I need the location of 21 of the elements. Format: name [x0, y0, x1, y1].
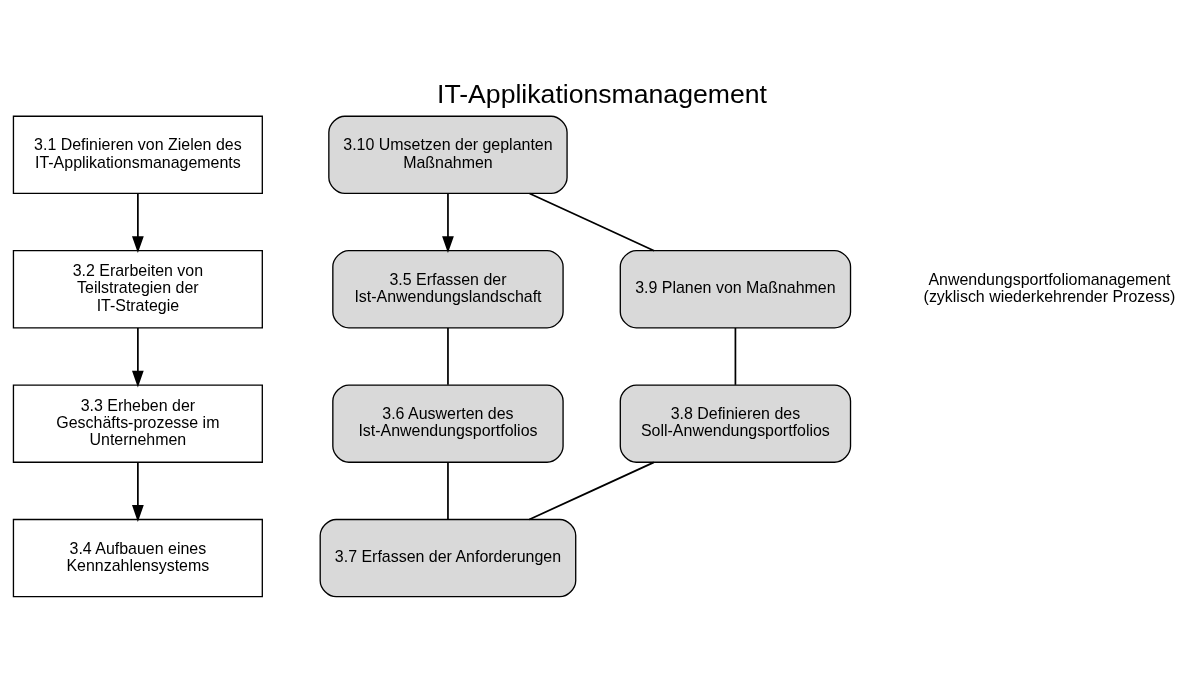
connector — [528, 192, 655, 252]
node-box: 3.8 Definieren des Soll-Anwendungsportfolios — [619, 384, 852, 463]
node-box: 3.7 Erfassen der Anforderungen — [319, 518, 577, 598]
diagram-title: IT-Applikationsmanagement — [437, 78, 767, 109]
node-box: 3.5 Erfassen der Ist-Anwendungslandschaft — [332, 250, 564, 329]
label: Anwendungsportfoliomanagement (zyklisch wiederkehrender Prozess) — [923, 270, 1176, 306]
connector — [447, 461, 449, 521]
node-box: 3.4 Aufbauen eines Kennzahlensystems — [12, 518, 263, 598]
node-box: 3.1 Definieren von Zielen des IT-Applikationsmanagements — [12, 115, 263, 195]
arrow — [132, 461, 144, 522]
connector — [734, 327, 737, 386]
node-box: 3.6 Auswerten des Ist-Anwendungsportfolios — [332, 384, 564, 463]
node-box: 3.2 Erarbeiten von Teilstrategien der IT-Strategie — [12, 250, 263, 329]
node-box: 3.9 Planen von Maßnahmen — [619, 250, 852, 329]
node-box: 3.3 Erheben der Geschäfts-prozesse im Unternehmen — [12, 384, 263, 463]
node-box: 3.10 Umsetzen der geplanten Maßnahmen — [328, 115, 568, 195]
arrow — [132, 192, 144, 254]
arrow — [132, 327, 144, 388]
arrow — [442, 192, 454, 254]
connector — [447, 327, 449, 386]
connector — [528, 461, 655, 521]
